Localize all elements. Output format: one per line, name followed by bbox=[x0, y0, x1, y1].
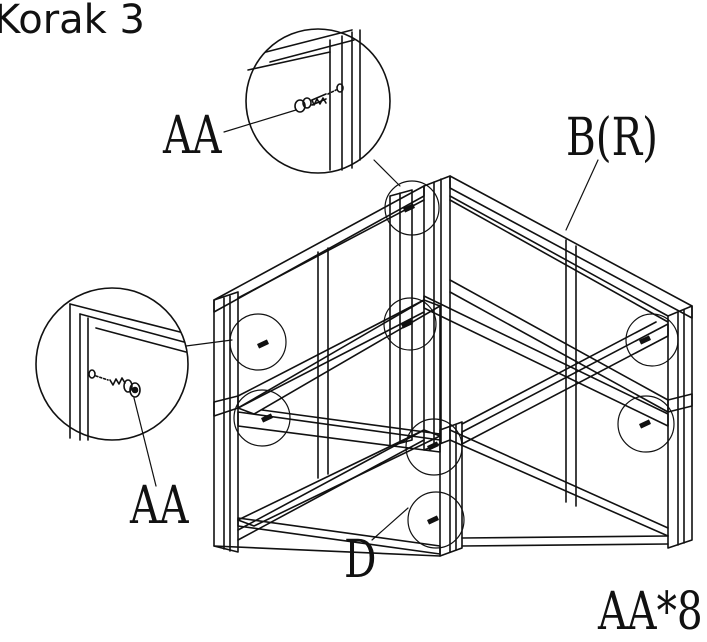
mid-rail-right bbox=[449, 279, 693, 413]
inner-cross-beams bbox=[237, 295, 669, 527]
left-detail-magnifier bbox=[35, 287, 233, 487]
step-title: Korak 3 bbox=[0, 0, 145, 43]
center-front-post bbox=[439, 421, 463, 557]
label-b-r: B(R) bbox=[566, 108, 659, 168]
right-front-post bbox=[667, 305, 693, 549]
panel-slats bbox=[317, 239, 577, 507]
top-detail-magnifier bbox=[223, 28, 401, 187]
label-aa-top: AA bbox=[163, 106, 222, 166]
frame-drawing bbox=[35, 28, 693, 557]
quantity-label: AA*8 bbox=[598, 582, 703, 642]
top-rail-left bbox=[213, 185, 425, 313]
label-d: D bbox=[344, 530, 377, 590]
label-leaders bbox=[371, 159, 599, 541]
top-rail-right bbox=[449, 175, 693, 323]
cross-beam-d bbox=[237, 409, 441, 555]
screw-markers bbox=[257, 203, 651, 525]
left-back-post bbox=[389, 189, 413, 447]
label-aa-left: AA bbox=[130, 476, 189, 536]
callout-rings bbox=[229, 180, 679, 549]
